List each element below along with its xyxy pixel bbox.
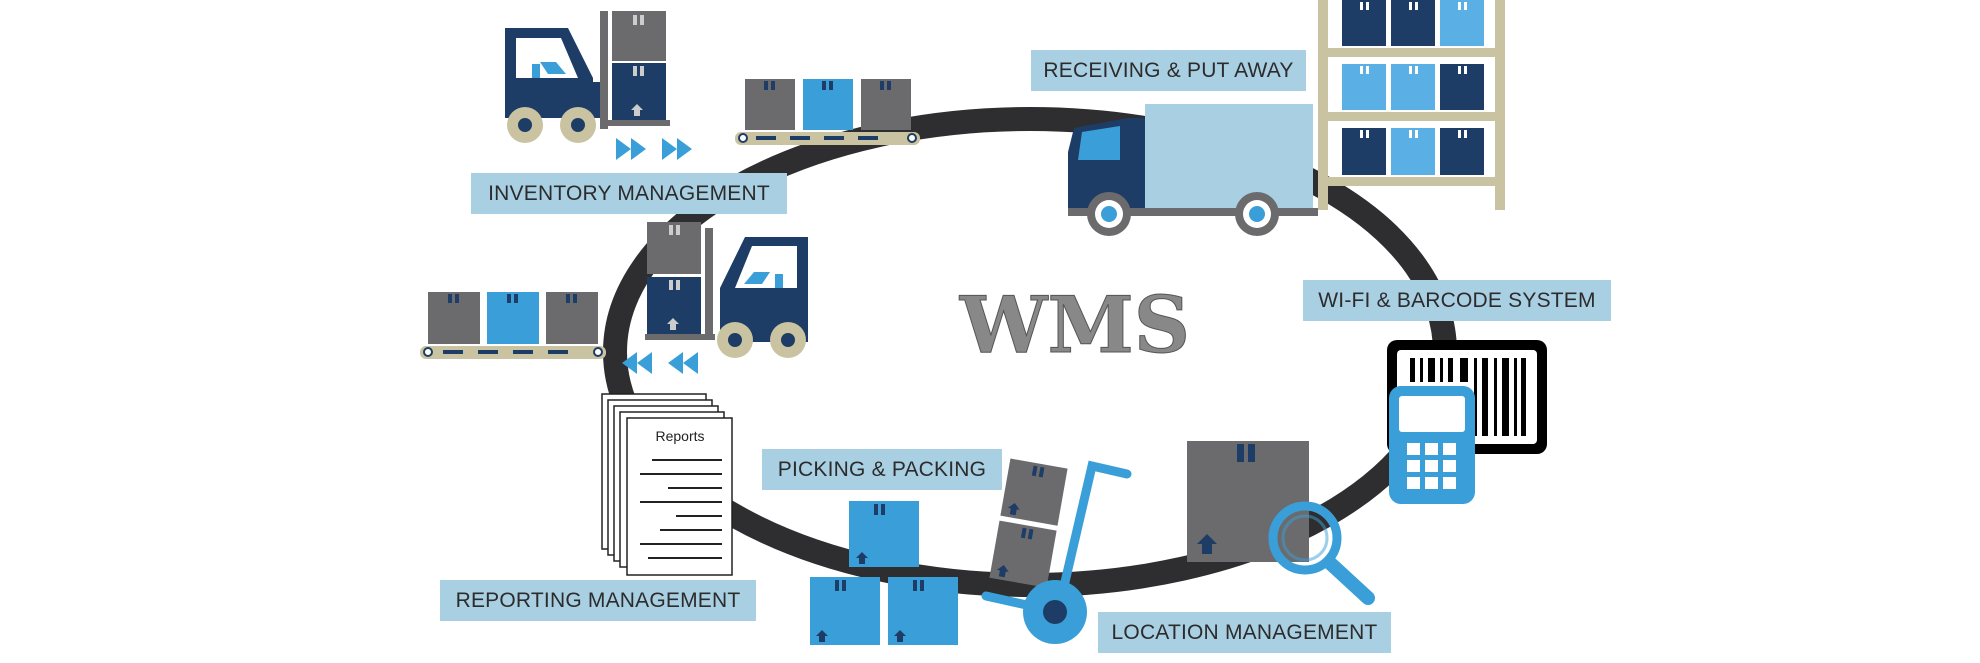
center-title: WMS	[959, 280, 1190, 371]
shelving-icon	[1318, 0, 1505, 210]
hand-truck-icon	[981, 458, 1132, 644]
box-icon	[810, 501, 958, 645]
forklift-icon	[505, 11, 670, 143]
barcode-scanner-icon	[1387, 340, 1547, 504]
reports-doc-title: Reports	[655, 428, 704, 444]
box-icon	[1187, 441, 1309, 562]
magnifier-icon	[1268, 501, 1375, 605]
label-picking-packing: PICKING & PACKING	[762, 449, 1002, 490]
label-inventory-management: INVENTORY MANAGEMENT	[471, 173, 787, 214]
label-receiving-put-away: RECEIVING & PUT AWAY	[1031, 50, 1306, 91]
reports-document-icon: Reports	[601, 393, 733, 576]
forklift-icon	[645, 222, 808, 358]
truck-icon	[1068, 104, 1318, 236]
arrow-right-icon	[616, 138, 692, 160]
conveyor-icon	[735, 79, 920, 145]
label-reporting-management: REPORTING MANAGEMENT	[440, 580, 756, 621]
label-location-management: LOCATION MANAGEMENT	[1098, 612, 1391, 653]
arrow-left-icon	[622, 352, 698, 374]
label-wifi-barcode-system: WI-FI & BARCODE SYSTEM	[1303, 280, 1611, 321]
conveyor-icon	[420, 292, 606, 359]
